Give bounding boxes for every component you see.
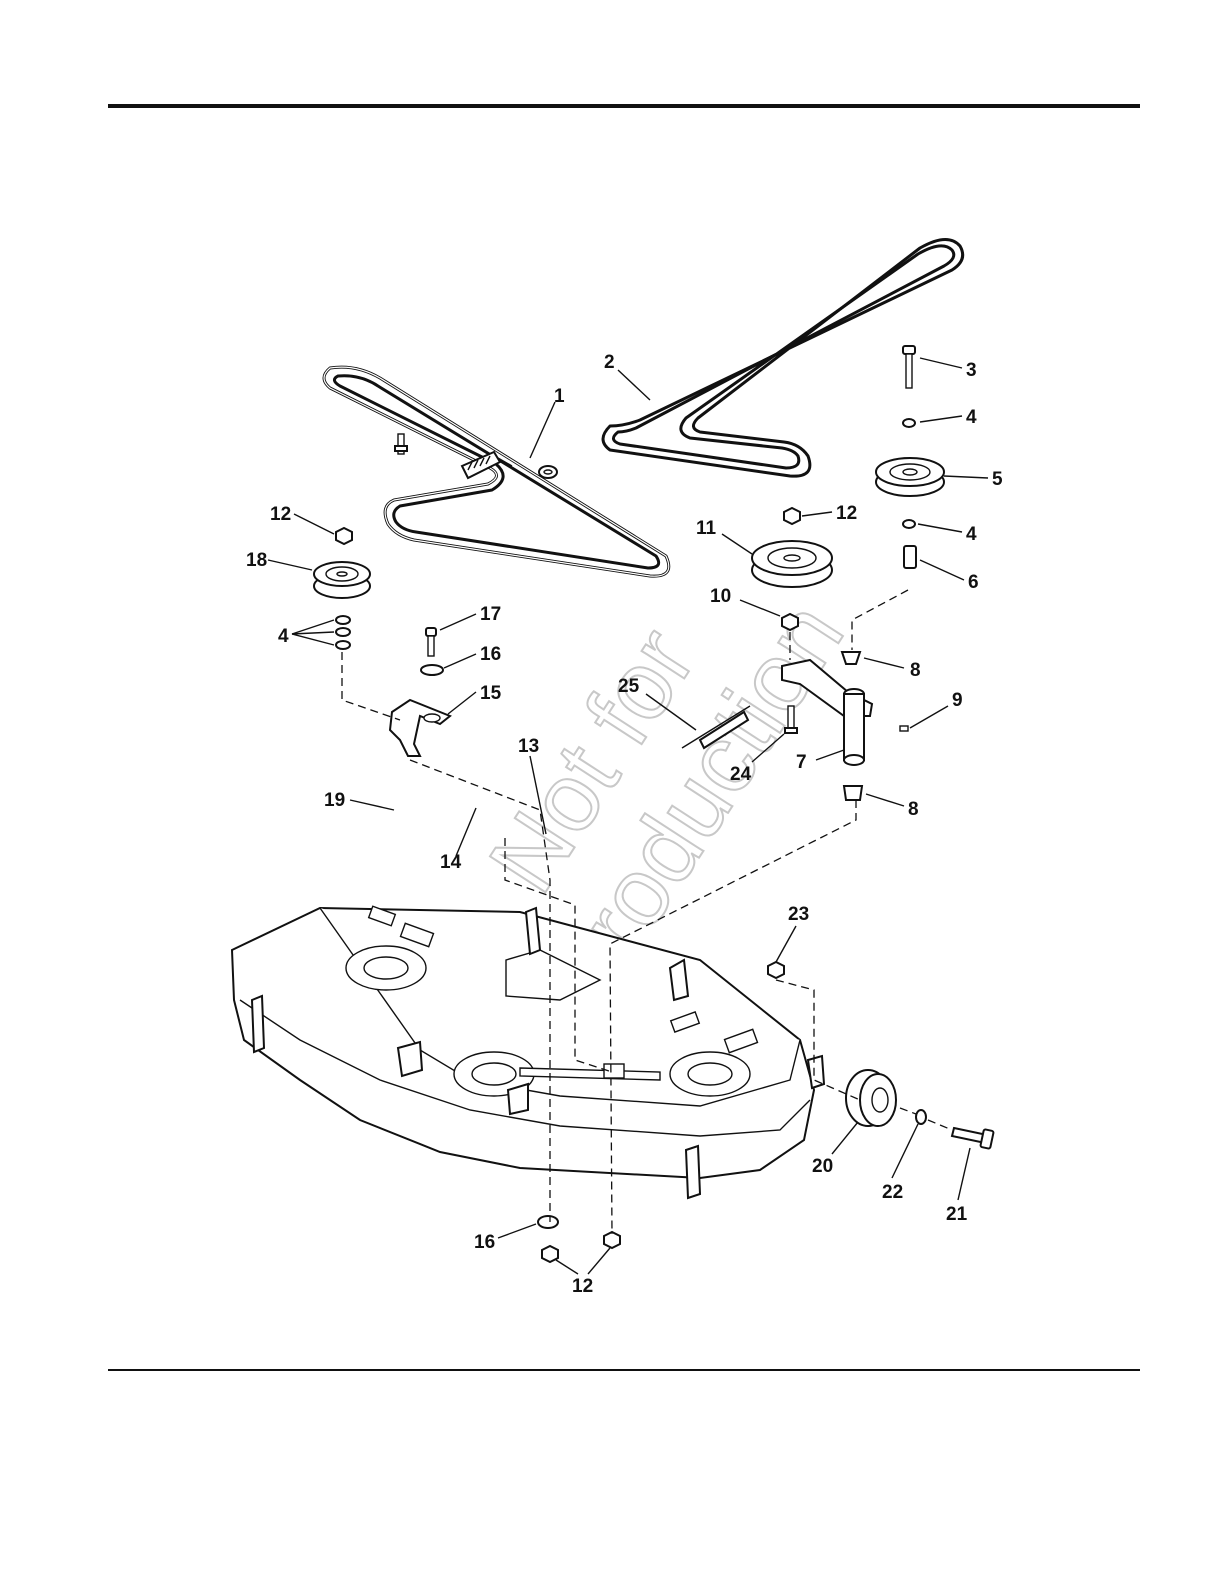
pivot-tube-7 bbox=[844, 689, 864, 765]
callout-20: 20 bbox=[812, 1156, 833, 1177]
callout-18: 18 bbox=[246, 550, 267, 571]
bolt-17 bbox=[426, 628, 436, 656]
callout-7: 7 bbox=[796, 752, 807, 773]
callout-24: 24 bbox=[730, 764, 752, 785]
bolt-3 bbox=[903, 346, 915, 388]
callout-2: 2 bbox=[604, 352, 615, 373]
nut-12-top bbox=[784, 508, 800, 524]
nut-12-lower-a bbox=[542, 1246, 558, 1262]
nut-12-lower-b bbox=[604, 1232, 620, 1248]
callout-4-upper: 4 bbox=[966, 407, 977, 428]
washer-22 bbox=[916, 1110, 926, 1124]
callout-14: 14 bbox=[440, 852, 462, 873]
nut-12-left bbox=[336, 528, 352, 544]
bushing-8-lower bbox=[844, 786, 862, 800]
callout-12-left: 12 bbox=[270, 504, 291, 525]
callout-5: 5 bbox=[992, 469, 1003, 490]
callout-12-lower: 12 bbox=[572, 1276, 593, 1297]
callout-6: 6 bbox=[968, 572, 979, 593]
callout-4-left: 4 bbox=[278, 626, 289, 647]
wheel-20 bbox=[846, 1070, 896, 1126]
callout-22: 22 bbox=[882, 1182, 903, 1203]
callout-4-lower: 4 bbox=[966, 524, 977, 545]
callout-25: 25 bbox=[618, 676, 640, 697]
washers-4-left bbox=[336, 616, 350, 649]
callout-12-top: 12 bbox=[836, 503, 857, 524]
washer-4-lower bbox=[903, 520, 915, 528]
nut-13 bbox=[539, 466, 557, 478]
callout-8-lower: 8 bbox=[908, 799, 919, 820]
spacer-6 bbox=[904, 546, 916, 568]
bolt-19 bbox=[395, 434, 407, 454]
callout-1: 1 bbox=[554, 386, 565, 407]
callout-21: 21 bbox=[946, 1204, 968, 1225]
bracket-15 bbox=[390, 700, 450, 756]
washer-16-lower bbox=[538, 1216, 558, 1228]
callout-13: 13 bbox=[518, 736, 539, 757]
callout-3: 3 bbox=[966, 360, 977, 381]
callout-16-top: 16 bbox=[480, 644, 501, 665]
washer-4-upper bbox=[903, 419, 915, 427]
pulley-18 bbox=[314, 562, 370, 598]
callout-23: 23 bbox=[788, 904, 809, 925]
washer-16-top bbox=[421, 665, 443, 675]
callout-17: 17 bbox=[480, 604, 501, 625]
bolt-21 bbox=[952, 1128, 994, 1149]
nut-23 bbox=[768, 962, 784, 978]
callout-19: 19 bbox=[324, 790, 345, 811]
bushing-8-top bbox=[842, 652, 860, 664]
pulley-11 bbox=[752, 541, 832, 587]
callout-11: 11 bbox=[696, 518, 717, 539]
callout-8-top: 8 bbox=[910, 660, 921, 681]
fitting-9 bbox=[900, 726, 908, 731]
callout-9: 9 bbox=[952, 690, 963, 711]
belt-1 bbox=[324, 367, 669, 576]
callout-16-lower: 16 bbox=[474, 1232, 495, 1253]
callout-10: 10 bbox=[710, 586, 731, 607]
mower-deck bbox=[232, 906, 824, 1198]
pulley-5 bbox=[876, 458, 944, 496]
callout-15: 15 bbox=[480, 683, 502, 704]
nut-10 bbox=[782, 614, 798, 630]
